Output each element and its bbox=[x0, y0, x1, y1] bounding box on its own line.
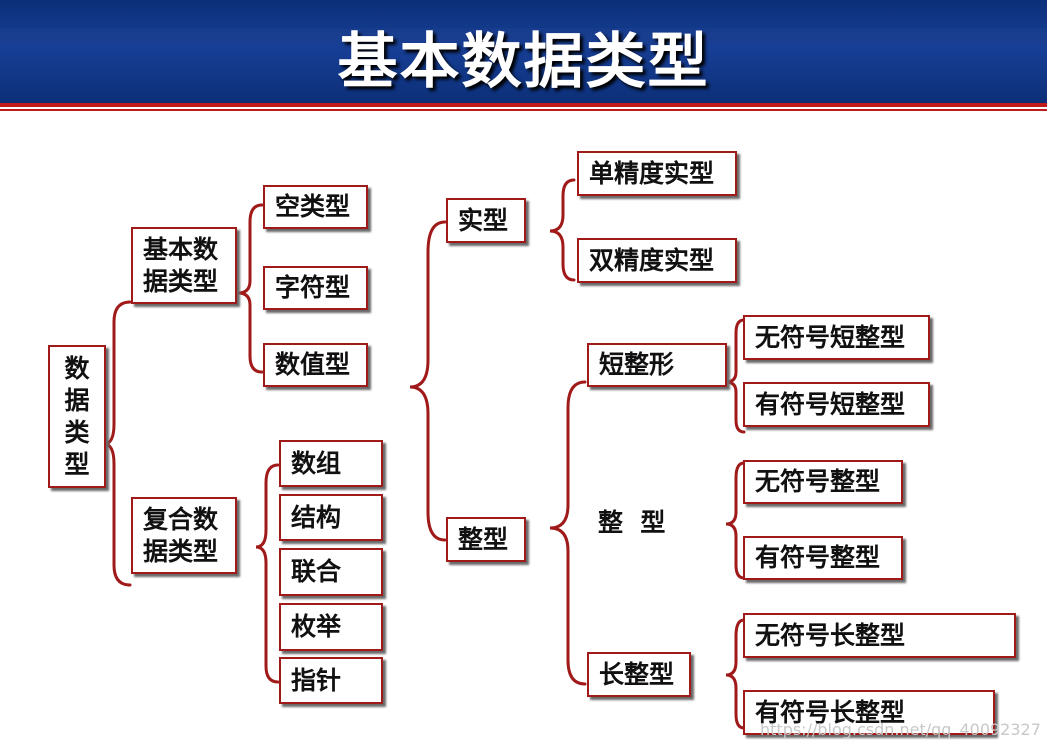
bracket-composite bbox=[255, 463, 280, 684]
node-array: 数组 bbox=[279, 440, 383, 487]
node-enum: 枚举 bbox=[279, 603, 383, 651]
node-double: 双精度实型 bbox=[577, 238, 737, 283]
node-char: 字符型 bbox=[263, 266, 368, 310]
node-void: 空类型 bbox=[263, 185, 368, 229]
watermark: https://blog.csdn.net/qq_40092327 bbox=[760, 720, 1041, 739]
node-unsigned-short: 无符号短整型 bbox=[743, 315, 930, 360]
node-long: 长整型 bbox=[587, 652, 691, 697]
node-composite-types: 复合数 据类型 bbox=[131, 497, 237, 574]
node-union: 联合 bbox=[279, 548, 383, 596]
bracket-real bbox=[549, 178, 576, 282]
node-numeric: 数值型 bbox=[263, 343, 368, 387]
node-struct: 结构 bbox=[279, 494, 383, 541]
node-real: 实型 bbox=[446, 198, 526, 243]
bracket-int bbox=[725, 461, 746, 580]
bracket-numeric bbox=[409, 220, 447, 542]
bracket-short bbox=[725, 318, 746, 434]
banner-red-line bbox=[0, 103, 1047, 107]
bracket-integer bbox=[549, 380, 587, 686]
banner-band bbox=[0, 28, 1047, 44]
node-signed-int: 有符号整型 bbox=[743, 536, 903, 580]
banner-red-line-thin bbox=[0, 109, 1047, 111]
bracket-root bbox=[103, 300, 132, 587]
node-int: 整 型 bbox=[598, 508, 666, 537]
node-pointer: 指针 bbox=[279, 657, 383, 704]
node-signed-short: 有符号短整型 bbox=[743, 382, 930, 427]
bracket-basic bbox=[237, 203, 264, 374]
title-banner bbox=[0, 0, 1047, 103]
node-data-types: 数 据 类 型 bbox=[48, 345, 106, 488]
node-signed-long: 有符号长整型 bbox=[743, 690, 995, 735]
node-unsigned-long: 无符号长整型 bbox=[743, 613, 1016, 658]
node-unsigned-int: 无符号整型 bbox=[743, 460, 903, 504]
node-single: 单精度实型 bbox=[577, 151, 737, 196]
bracket-long bbox=[725, 618, 746, 730]
node-integer: 整型 bbox=[446, 517, 526, 562]
page-title: 基本数据类型 bbox=[337, 27, 710, 97]
node-short: 短整形 bbox=[587, 343, 727, 387]
node-basic-types: 基本数 据类型 bbox=[131, 227, 237, 304]
